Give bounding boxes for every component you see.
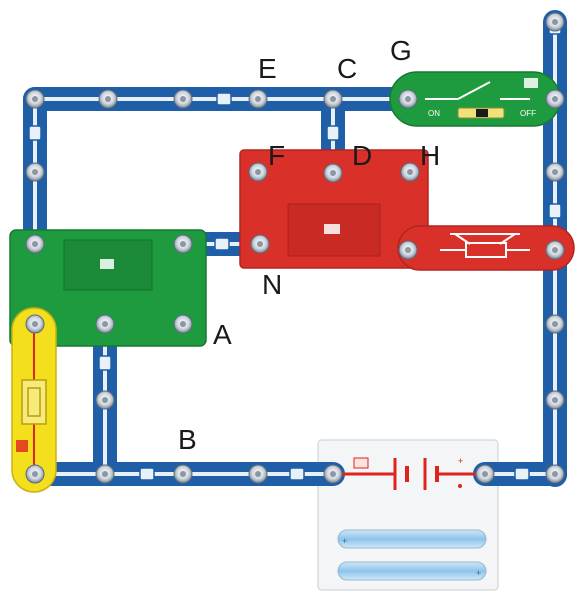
resistor-symbol-icon (440, 233, 530, 258)
svg-text:+: + (458, 456, 463, 466)
snap-center (552, 19, 558, 25)
label-f: F (268, 140, 285, 171)
snap-center (255, 471, 261, 477)
switch-symbol-icon (425, 81, 530, 100)
label-e: E (258, 53, 277, 84)
snap-center (405, 247, 411, 253)
svg-text:+: + (476, 568, 481, 578)
snap-center (180, 96, 186, 102)
snap-center (552, 96, 558, 102)
snap-center (552, 321, 558, 327)
label-a: A (213, 319, 232, 350)
green-module (9, 229, 207, 347)
label-h: H (420, 140, 440, 171)
yellow-module (11, 307, 57, 493)
snap-center (102, 397, 108, 403)
label-b: B (178, 424, 197, 455)
label-d: D (352, 140, 372, 171)
battery-holder: + + (317, 439, 499, 591)
snap-center (255, 96, 261, 102)
snap-center (180, 471, 186, 477)
snap-center (330, 471, 336, 477)
wire-tabs (28, 19, 562, 481)
snap-connectors (25, 12, 565, 484)
snap-center (552, 397, 558, 403)
snap-center (105, 96, 111, 102)
switch-off-label: OFF (520, 109, 536, 118)
snap-center (32, 169, 38, 175)
resistor-module (397, 225, 575, 271)
snap-center (482, 471, 488, 477)
snap-center (552, 471, 558, 477)
label-n: N (262, 269, 282, 300)
label-c: C (337, 53, 357, 84)
snap-center (102, 321, 108, 327)
snap-center (552, 169, 558, 175)
label-g: G (390, 35, 412, 66)
point-labels: E C G F D H N A B (178, 35, 440, 455)
snap-center (407, 169, 413, 175)
snap-center (180, 321, 186, 327)
snap-center (330, 170, 336, 176)
snap-center (180, 241, 186, 247)
switch-on-label: ON (428, 109, 440, 118)
battery-symbol-icon: + (340, 456, 482, 490)
snap-center (255, 169, 261, 175)
snap-center (32, 471, 38, 477)
snap-center (330, 96, 336, 102)
snap-center (32, 321, 38, 327)
snap-center (257, 241, 263, 247)
snap-center (32, 96, 38, 102)
snap-center (32, 241, 38, 247)
svg-text:+: + (342, 536, 347, 546)
switch-module: ON OFF (389, 71, 561, 127)
snap-center (405, 96, 411, 102)
snap-center (102, 471, 108, 477)
red-module (239, 149, 429, 269)
snap-center (552, 247, 558, 253)
